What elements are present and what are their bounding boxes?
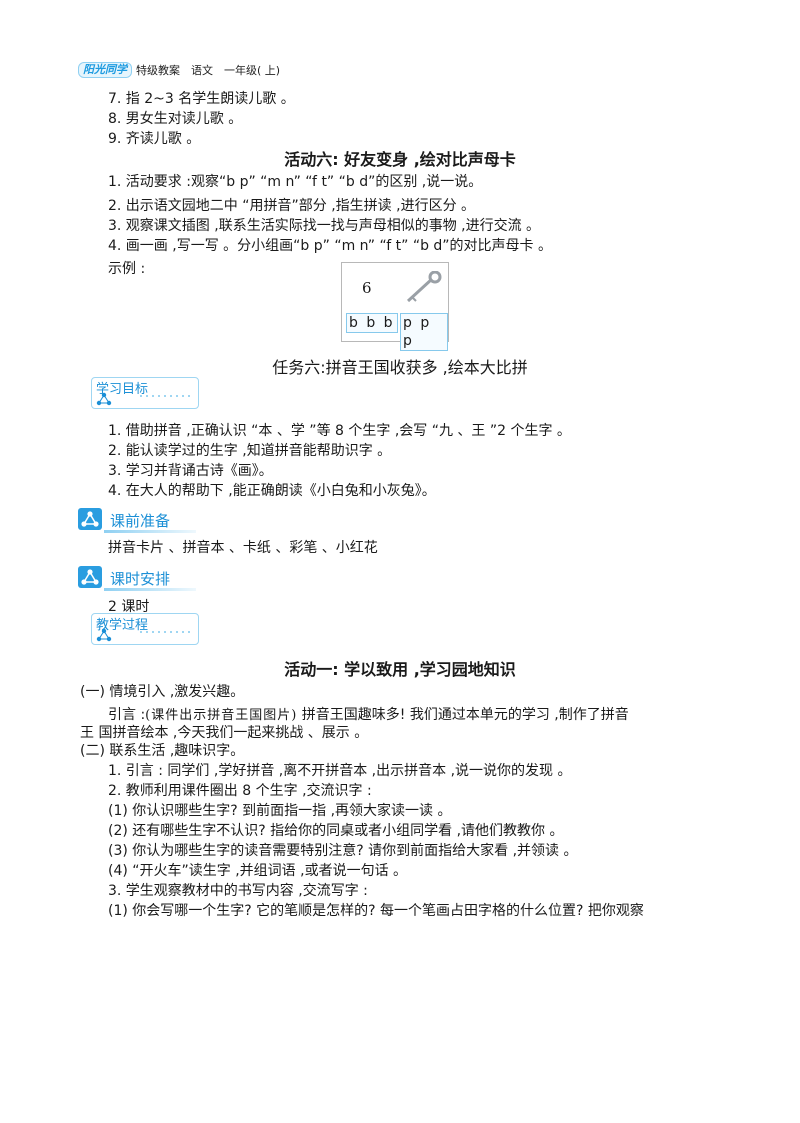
goals-tag: 学习目标 xyxy=(91,377,199,409)
tag-dots xyxy=(140,395,192,397)
header-text: 特级教案 语文 一年级( 上) xyxy=(136,64,281,77)
list-item: 2. 出示语文园地二中 “用拼音”部分 ,指生拼读 ,进行区分 。 xyxy=(108,198,476,214)
list-item: 3. 学生观察教材中的书写内容 ,交流写字 : xyxy=(108,883,368,899)
process-tag-label: 教学过程 xyxy=(96,618,149,633)
list-item: (4) “开火车”读生字 ,并组词语 ,或者说一句话 。 xyxy=(108,863,408,879)
list-item: (2) 还有哪些生字不认识? 指给你的同桌或者小组同学看 ,请他们教教你 。 xyxy=(108,823,564,839)
schedule-icon xyxy=(78,566,102,588)
page-header: 阳光同学特级教案 语文 一年级( 上) xyxy=(78,62,280,80)
list-item: 1. 借助拼音 ,正确认识 “本 、学 ”等 8 个生字 ,会写 “九 、王 ”… xyxy=(108,423,571,439)
schedule-text: 2 课时 xyxy=(108,599,150,615)
prep-underline xyxy=(104,530,196,533)
process-tag: 教学过程 xyxy=(91,613,199,645)
intro-rest: 拼音王国趣味多! 我们通过本单元的学习 ,制作了拼音 xyxy=(301,707,629,723)
task6-title: 任务六:拼音王国收获多 ,绘本大比拼 xyxy=(272,358,528,377)
intro-prefix: 引言 : xyxy=(108,707,146,723)
key-icon xyxy=(406,271,442,303)
example-cell-b: b b b xyxy=(346,313,398,333)
brand-logo: 阳光同学 xyxy=(78,62,132,78)
network-icon xyxy=(81,569,99,585)
list-item: 4. 在大人的帮助下 ,能正确朗读《小白兔和小灰兔》。 xyxy=(108,483,436,499)
prep-icon xyxy=(78,508,102,530)
activity6-title: 活动六: 好友变身 ,绘对比声母卡 xyxy=(284,150,516,169)
goals-tag-label: 学习目标 xyxy=(96,382,149,397)
list-item: 1. 引言 : 同学们 ,学好拼音 ,离不开拼音本 ,出示拼音本 ,说一说你的发… xyxy=(108,763,572,779)
activity1-title: 活动一: 学以致用 ,学习园地知识 xyxy=(284,660,516,679)
intro-continuation: 王 国拼音绘本 ,今天我们一起来挑战 、展示 。 xyxy=(80,725,369,741)
prep-text: 拼音卡片 、拼音本 、卡纸 、彩笔 、小红花 xyxy=(108,540,378,556)
prep-title: 课前准备 xyxy=(110,512,171,530)
list-item: (3) 你认为哪些生字的读音需要特别注意? 请你到前面指给大家看 ,并领读 。 xyxy=(108,843,578,859)
list-item: 3. 观察课文插图 ,联系生活实际找一找与声母相似的事物 ,进行交流 。 xyxy=(108,218,541,234)
list-item: (1) 你认识哪些生字? 到前面指一指 ,再领大家读一读 。 xyxy=(108,803,452,819)
intro-note: (课件出示拼音王国图片) xyxy=(145,708,298,723)
list-item: (1) 你会写哪一个生字? 它的笔顺是怎样的? 每一个笔画占田字格的什么位置? … xyxy=(108,903,644,919)
tag-dots xyxy=(140,631,192,633)
network-icon xyxy=(81,511,99,527)
list-item: 9. 齐读儿歌 。 xyxy=(108,131,201,147)
section-heading: (一) 情境引入 ,激发兴趣。 xyxy=(80,684,245,700)
network-icon xyxy=(96,628,112,642)
list-item: 2. 教师利用课件圈出 8 个生字 ,交流识字 : xyxy=(108,783,372,799)
list-item: 8. 男女生对读儿歌 。 xyxy=(108,111,243,127)
network-icon xyxy=(96,392,112,406)
example-cell-p: p p p xyxy=(400,313,448,351)
example-label: 示例 : xyxy=(108,261,146,277)
list-item: 7. 指 2~3 名学生朗读儿歌 。 xyxy=(108,91,295,107)
list-item: 3. 学习并背诵古诗《画》。 xyxy=(108,463,273,479)
list-item: 2. 能认读学过的生字 ,知道拼音能帮助识字 。 xyxy=(108,443,392,459)
list-item: 1. 活动要求 :观察“b p” “m n” “f t” “b d”的区别 ,说… xyxy=(108,174,483,190)
intro-line: 引言 :(课件出示拼音王国图片) 拼音王国趣味多! 我们通过本单元的学习 ,制作… xyxy=(108,706,629,725)
schedule-underline xyxy=(104,588,196,591)
example-card-image: 6 b b b p p p xyxy=(341,262,449,351)
example-digit: 6 xyxy=(362,279,372,297)
schedule-title: 课时安排 xyxy=(110,570,171,588)
list-item: 4. 画一画 ,写一写 。分小组画“b p” “m n” “f t” “b d”… xyxy=(108,238,552,254)
section-heading: (二) 联系生活 ,趣味识字。 xyxy=(80,743,245,759)
